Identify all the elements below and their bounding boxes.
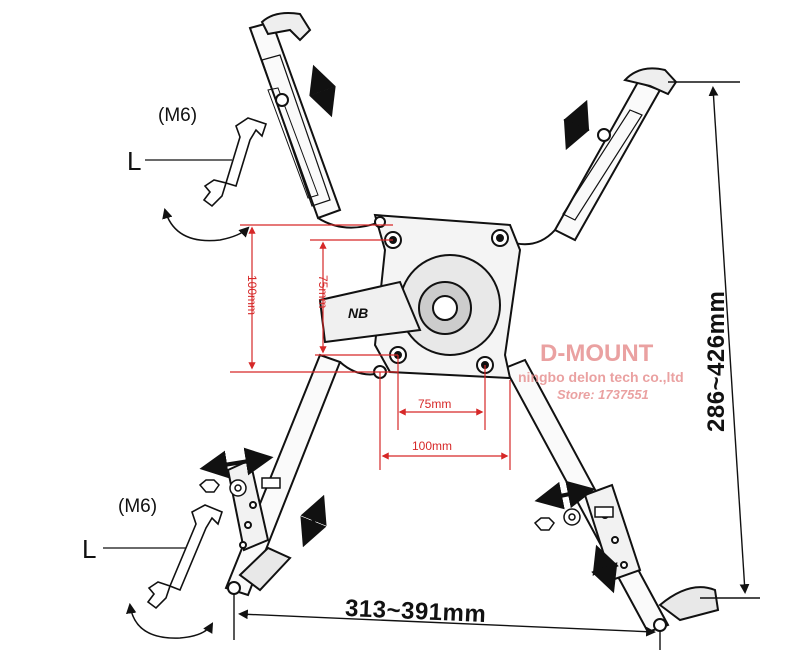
span-horizontal-dimension [233,594,661,650]
vesa-horizontal-small-label: 75mm [418,397,452,411]
vesa-plate [318,213,522,380]
watermark-brand: D-MOUNT [540,340,654,367]
wrench-letter-bottom: L [82,534,97,564]
vesa-vertical-small-label: 75mm [316,275,330,309]
wrench-letter-top: L [127,146,142,176]
wrench-size-label-bottom: (M6) [118,496,158,517]
wrench-icon [146,504,223,610]
double-arrow-icon [199,64,619,594]
rotate-arrow-icon [125,207,250,639]
span-vertical-dimension [668,81,760,599]
arm-upper-left [248,12,381,229]
vesa-dimension-lines [230,224,511,470]
watermark-store: Store: 1737551 [557,387,649,402]
span-vertical-label: 286~426mm [703,290,730,432]
vesa-horizontal-large-label: 100mm [412,439,453,453]
span-horizontal-label: 313~391mm [344,594,487,629]
wrench-icon [202,117,268,208]
wrench-size-label-top: (M6) [158,105,198,126]
watermark-company: ningbo delon tech co.,ltd [518,369,684,385]
brand-mark: NB [348,305,368,321]
arm-lower-left [224,353,386,597]
bolt-icon [198,477,614,531]
wrench-leader-lines [103,159,232,549]
arm-upper-right [504,67,678,246]
vesa-vertical-large-label: 100mm [245,275,259,316]
